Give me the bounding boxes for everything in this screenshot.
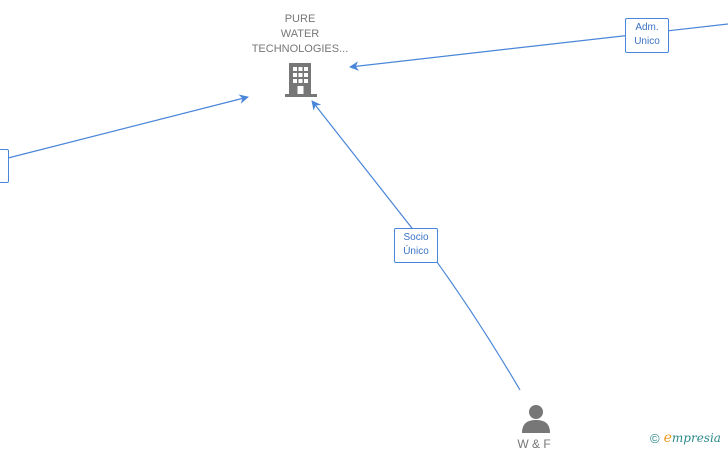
adm-unico-line2: Unico [634,36,660,47]
adm-unico-line1: Adm. [635,22,659,33]
company-name-line3: TECHNOLOGIES... [251,43,349,55]
company-node-label[interactable]: PURE WATER TECHNOLOGIES... [240,12,360,57]
socio-unico-line2: Único [403,246,429,257]
empresia-watermark: © empresia [650,430,721,446]
edge-label-left-partial[interactable] [0,149,9,183]
company-name-line2: WATER [280,28,320,40]
person-node-label[interactable]: W & F [517,437,551,451]
edge-left-node [7,94,249,159]
edge-adm-unico [349,23,728,71]
edge-label-socio-unico[interactable]: Socio Único [394,228,438,263]
building-icon[interactable] [284,62,318,98]
person-icon[interactable] [521,403,551,433]
socio-unico-line1: Socio [403,232,429,243]
brand-rest: mpresia [671,431,721,445]
empresia-logo: empresia [664,430,721,446]
copyright-symbol: © [650,430,660,446]
brand-initial: e [663,430,672,446]
edge-label-adm-unico[interactable]: Adm. Unico [625,18,669,53]
company-name-line1: PURE [284,13,316,25]
